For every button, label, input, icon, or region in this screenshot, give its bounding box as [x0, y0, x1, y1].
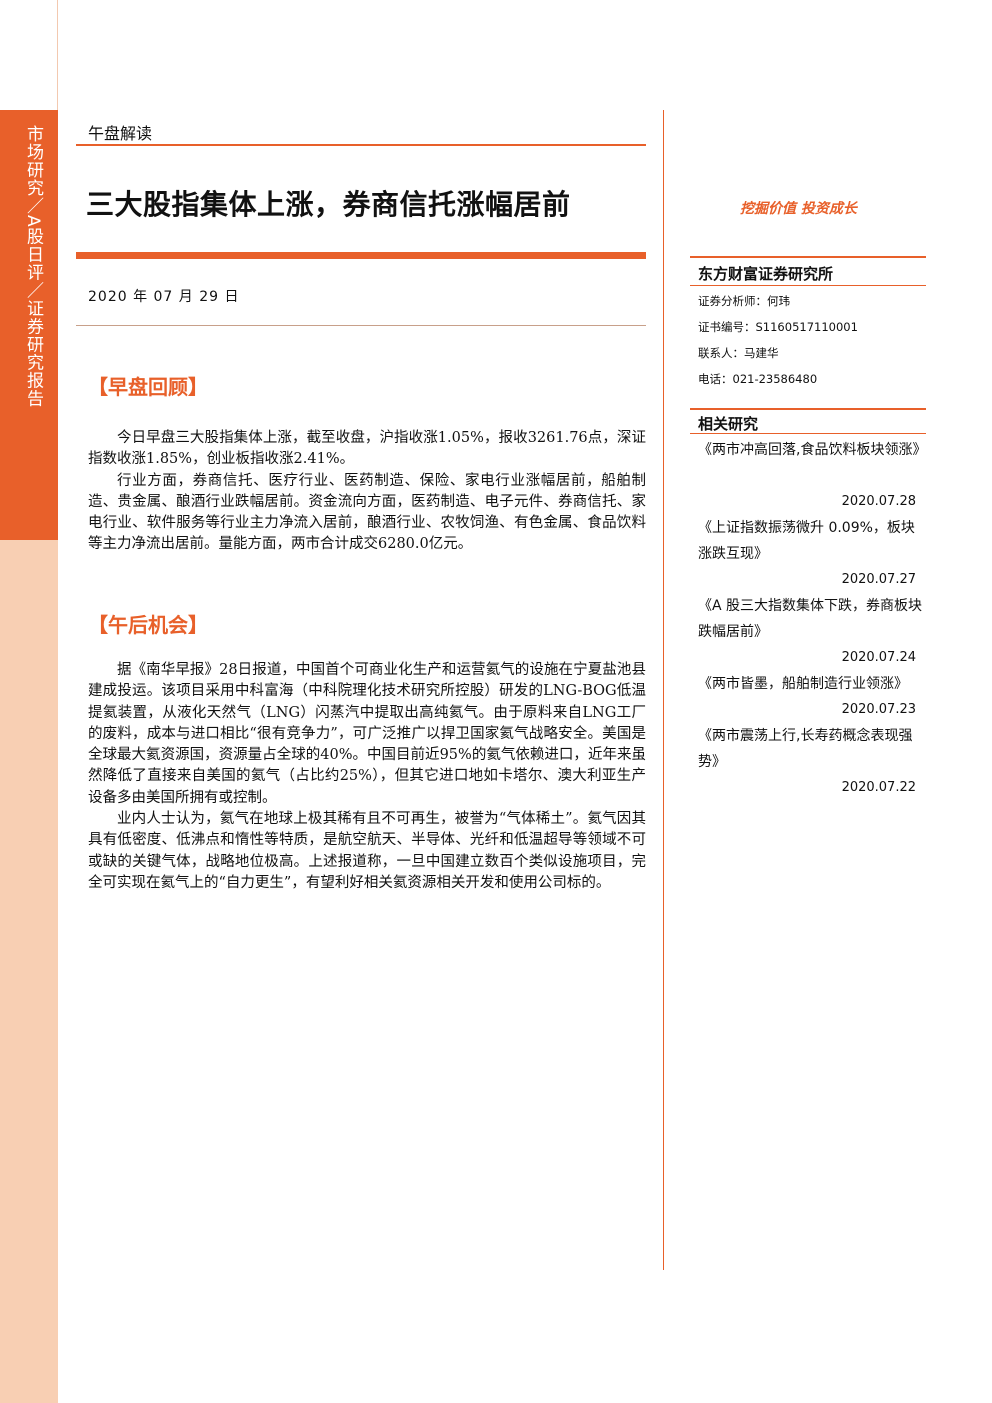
paragraph: 业内人士认为，氦气在地球上极其稀有且不可再生，被誉为“气体稀土”。氦气因其具有低…	[88, 811, 646, 891]
sidebar-accent-band	[0, 110, 58, 540]
category-rule	[76, 144, 646, 146]
related-bottom-rule	[690, 433, 926, 434]
analyst-name: 证券分析师：何玮	[698, 294, 790, 308]
phone-number: 电话：021-23586480	[698, 372, 818, 386]
section-body-afternoon-opportunity: 据《南华早报》28日报道，中国首个可商业化生产和运营氦气的设施在宁夏盐池县建成投…	[88, 660, 646, 894]
contact-person: 联系人：马建华	[698, 346, 779, 360]
certificate-number: 证书编号：S1160517110001	[698, 320, 858, 334]
related-report-date: 2020.07.23	[841, 702, 916, 717]
paragraph: 行业方面，券商信托、医疗行业、医药制造、保险、家电行业涨幅居前，船舶制造、贵金属…	[88, 472, 646, 553]
related-top-rule	[690, 408, 926, 410]
related-report-date: 2020.07.27	[841, 572, 916, 587]
section-heading-afternoon-opportunity: 【午后机会】	[88, 613, 208, 637]
report-category: 午盘解读	[88, 124, 153, 143]
related-report-link[interactable]: 《A 股三大指数集体下跌，券商板块跌幅居前》	[698, 598, 923, 640]
institute-bottom-rule	[690, 285, 926, 286]
sidebar-top	[0, 0, 58, 110]
related-heading: 相关研究	[698, 415, 759, 433]
sidebar: 市场研究／A股日评／证券研究报告	[0, 0, 58, 1403]
paragraph: 今日早盘三大股指集体上涨，截至收盘，沪指收涨1.05%，报收3261.76点，深…	[88, 430, 646, 468]
related-report-link[interactable]: 《两市震荡上行,长寿药概念表现强势》	[698, 728, 913, 770]
sidebar-light-band	[0, 540, 58, 1403]
sidebar-label: 市场研究／A股日评／证券研究报告	[23, 125, 43, 408]
report-date: 2020 年 07 月 29 日	[88, 289, 240, 305]
date-divider	[76, 325, 646, 326]
related-report-link[interactable]: 《两市冲高回落,食品饮料板块领涨》	[698, 442, 927, 458]
institute-name: 东方财富证券研究所	[698, 265, 834, 283]
column-divider	[663, 110, 664, 1270]
related-report-date: 2020.07.24	[841, 650, 916, 665]
section-body-morning-review: 今日早盘三大股指集体上涨，截至收盘，沪指收涨1.05%，报收3261.76点，深…	[88, 428, 646, 556]
title-rule	[76, 252, 646, 259]
related-report-date: 2020.07.22	[841, 780, 916, 795]
related-report-link[interactable]: 《上证指数振荡微升 0.09%，板块涨跌互现》	[698, 520, 915, 562]
paragraph: 据《南华早报》28日报道，中国首个可商业化生产和运营氦气的设施在宁夏盐池县建成投…	[88, 662, 646, 806]
slogan: 挖掘价值 投资成长	[740, 201, 857, 217]
section-heading-morning-review: 【早盘回顾】	[88, 375, 208, 399]
report-title: 三大股指集体上涨，券商信托涨幅居前	[86, 188, 571, 221]
related-report-link[interactable]: 《两市皆墨，船舶制造行业领涨》	[698, 676, 908, 692]
related-report-date: 2020.07.28	[841, 494, 916, 509]
institute-top-rule	[690, 256, 926, 258]
